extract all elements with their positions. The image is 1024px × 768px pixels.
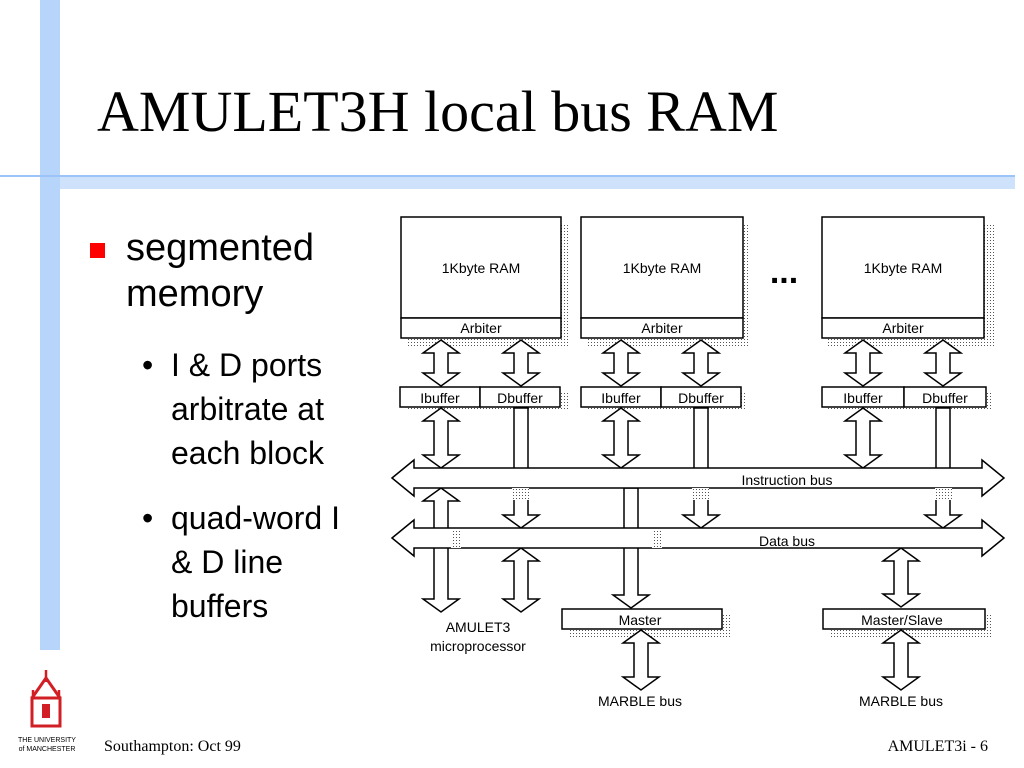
ram-label: 1Kbyte RAM: [623, 260, 702, 276]
subbullet-dot-icon: •: [142, 500, 154, 536]
arbiter-label: Arbiter: [882, 320, 924, 336]
subbullet-dot-icon: •: [142, 347, 154, 383]
dbuffer-label: Dbuffer: [497, 390, 543, 406]
master-slave-marble-arrow: [880, 629, 922, 691]
master-slave-label: Master/Slave: [861, 612, 943, 628]
bullet-square-icon: [90, 243, 105, 258]
bullet-segmented-memory: segmented memory: [126, 227, 315, 315]
instruction-bus: [390, 458, 1006, 498]
arbiter-buffer-arrow: [680, 339, 722, 387]
marble-bus-label: MARBLE bus: [859, 693, 943, 709]
accent-side-bar: [40, 0, 60, 650]
ibuffer-instruction-bus-arrow: [420, 407, 462, 469]
master-slave-box: [822, 608, 986, 630]
dbuffer-label: Dbuffer: [678, 390, 724, 406]
arbiter-buffer-arrow: [500, 339, 542, 387]
logo-text-line1: THE UNIVERSITY: [18, 737, 76, 744]
university-logo-icon: [30, 670, 62, 728]
instruction-bus-label: Instruction bus: [741, 472, 832, 488]
ram-block-3: [821, 216, 985, 339]
processor-label-line1: AMULET3: [446, 619, 511, 635]
title-divider-band: [60, 177, 1015, 189]
footer-right: AMULET3i - 6: [887, 738, 988, 755]
ram-block-2: [580, 216, 744, 339]
buffer-pair-1: [399, 386, 561, 408]
arbiter-buffer-arrow: [600, 339, 642, 387]
ibuffer-instruction-bus-arrow: [842, 407, 884, 469]
arbiter-buffer-arrow: [922, 339, 964, 387]
processor-instruction-arrow: [420, 487, 462, 613]
ellipsis: ...: [770, 253, 798, 291]
processor-label-line2: microprocessor: [430, 638, 526, 654]
ibuffer-instruction-bus-arrow: [600, 407, 642, 469]
arbiter-buffer-arrow: [420, 339, 462, 387]
ram-block-1: [400, 216, 562, 339]
buffer-pair-3: [821, 386, 987, 408]
arbiter-label: Arbiter: [460, 320, 502, 336]
marble-bus-label: MARBLE bus: [598, 693, 682, 709]
master-marble-arrow: [620, 629, 662, 691]
data-bus-label: Data bus: [759, 533, 815, 549]
logo-text-line2: of MANCHESTER: [19, 746, 76, 753]
arbiter-buffer-arrow: [842, 339, 884, 387]
ram-label: 1Kbyte RAM: [864, 260, 943, 276]
buffer-pair-2: [580, 386, 742, 408]
ibuffer-label: Ibuffer: [843, 390, 883, 406]
processor-data-arrow: [500, 547, 542, 613]
slide-title: AMULET3H local bus RAM: [97, 79, 779, 144]
bus-junctions: [451, 488, 952, 548]
arbiter-label: Arbiter: [641, 320, 683, 336]
ibuffer-label: Ibuffer: [601, 390, 641, 406]
data-bus: [390, 518, 1006, 558]
ibuffer-label: Ibuffer: [420, 390, 460, 406]
title-divider: [0, 175, 1015, 177]
footer-left: Southampton: Oct 99: [104, 738, 241, 755]
subbullet-ports: I & D ports arbitrate at each block: [171, 347, 324, 471]
master-label: Master: [619, 612, 662, 628]
subbullet-line-buffers: quad-word I & D line buffers: [171, 500, 340, 624]
data-bus-master-slave-arrow: [880, 547, 922, 608]
dbuffer-label: Dbuffer: [922, 390, 968, 406]
ram-label: 1Kbyte RAM: [442, 260, 521, 276]
master-box: [561, 608, 723, 630]
